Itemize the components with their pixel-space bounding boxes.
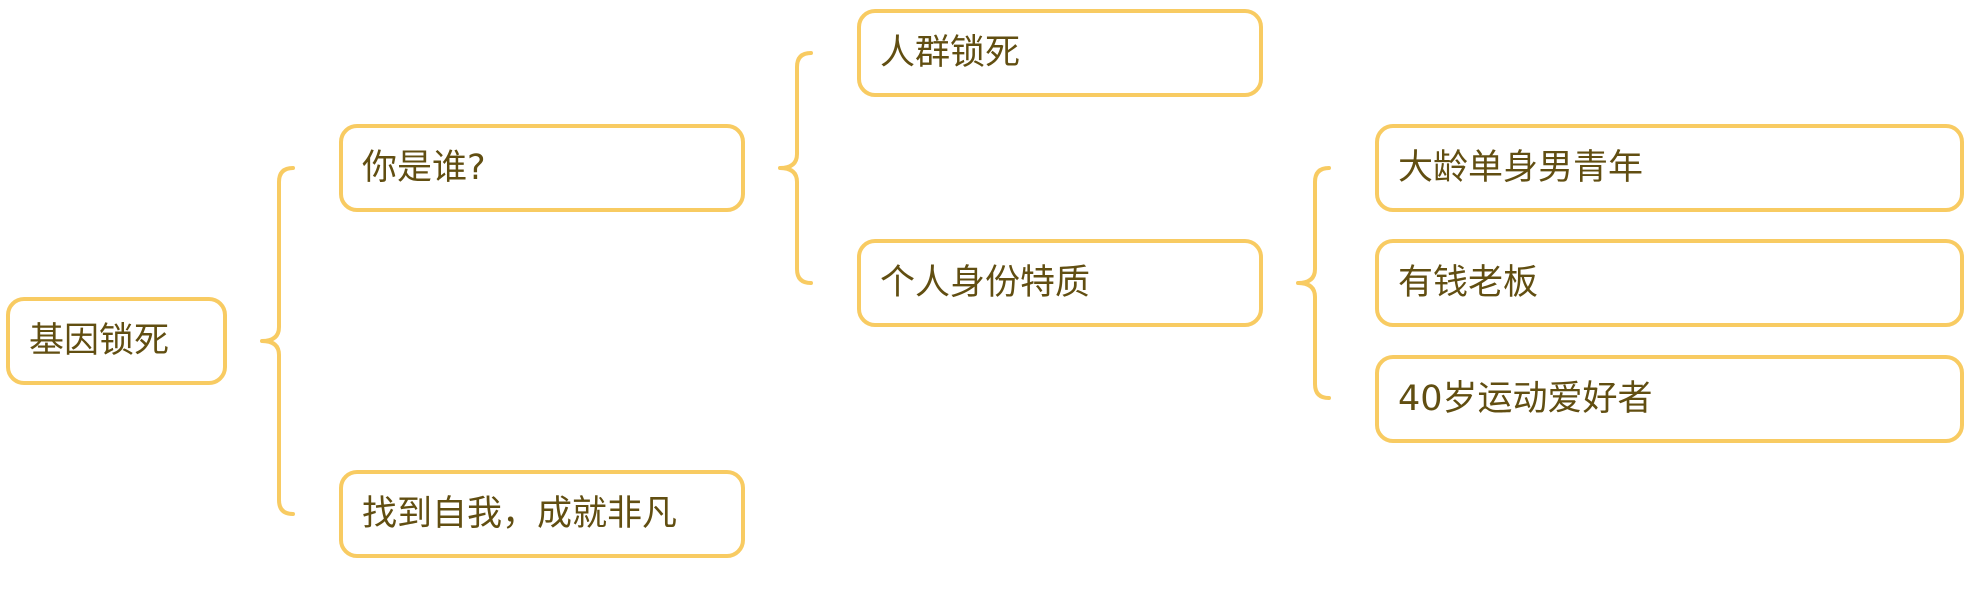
- node-single-man-label: 大龄单身男青年: [1398, 147, 1644, 188]
- node-identity[interactable]: 个人身份特质: [857, 239, 1263, 327]
- node-sports-lover-label: 40岁运动爱好者: [1398, 378, 1653, 419]
- node-who-are-you[interactable]: 你是谁?: [339, 124, 745, 212]
- node-sports-lover[interactable]: 40岁运动爱好者: [1375, 355, 1964, 443]
- node-crowd-lock[interactable]: 人群锁死: [857, 9, 1263, 97]
- node-crowd-lock-label: 人群锁死: [880, 32, 1021, 73]
- node-root[interactable]: 基因锁死: [6, 297, 227, 385]
- node-identity-label: 个人身份特质: [880, 262, 1091, 303]
- node-find-self[interactable]: 找到自我，成就非凡: [339, 470, 745, 558]
- bracket-identity-children: [1296, 166, 1331, 400]
- node-single-man[interactable]: 大龄单身男青年: [1375, 124, 1964, 212]
- node-root-label: 基因锁死: [29, 320, 170, 361]
- node-rich-boss[interactable]: 有钱老板: [1375, 239, 1964, 327]
- bracket-who-children: [778, 51, 813, 285]
- node-who-are-you-label: 你是谁?: [362, 147, 486, 188]
- node-rich-boss-label: 有钱老板: [1398, 262, 1539, 303]
- bracket-root-children: [260, 166, 295, 516]
- node-find-self-label: 找到自我，成就非凡: [362, 493, 678, 534]
